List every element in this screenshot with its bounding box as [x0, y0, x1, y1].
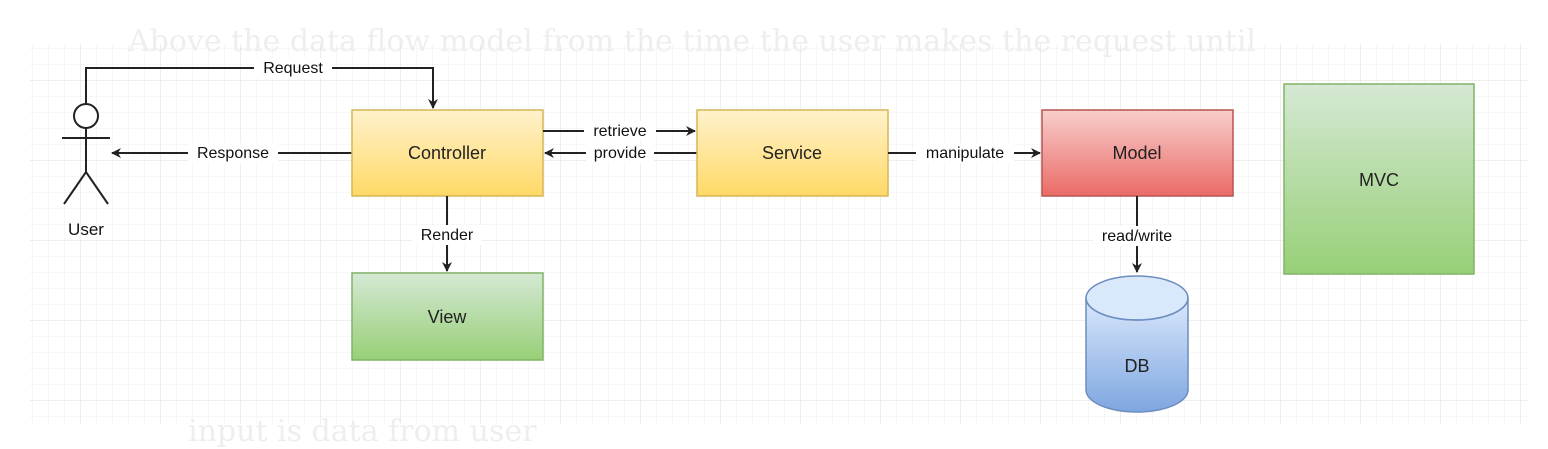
- retrieve-label: retrieve: [593, 123, 646, 140]
- service-box: [696, 109, 889, 197]
- mvc-node[interactable]: MVC: [1283, 83, 1475, 275]
- view-node[interactable]: View: [351, 272, 544, 361]
- view-box: [351, 272, 544, 361]
- controller-box: [351, 109, 544, 197]
- response-label: Response: [197, 145, 269, 162]
- read-write-label: read/write: [1102, 228, 1172, 245]
- grid-background: [30, 44, 1528, 424]
- controller-label: Controller: [408, 143, 486, 163]
- actor-head: [73, 103, 99, 129]
- model-label: Model: [1112, 143, 1161, 163]
- render-label: Render: [421, 227, 474, 244]
- view-label: View: [428, 307, 468, 327]
- db-label: DB: [1124, 356, 1149, 376]
- db-cylinder-body: [1085, 298, 1189, 413]
- request-label-bg: [254, 58, 332, 78]
- render-label-bg: [412, 225, 482, 245]
- db-node[interactable]: DB: [1085, 275, 1189, 413]
- service-node[interactable]: Service: [696, 109, 889, 197]
- actor-label: User: [68, 220, 104, 239]
- retrieve-label-bg: [584, 121, 656, 141]
- mvc-box: [1283, 83, 1475, 275]
- provide-label: provide: [594, 145, 647, 162]
- response-label-bg: [188, 143, 278, 163]
- actor-right-leg: [85, 171, 109, 205]
- provide-label-bg: [586, 143, 654, 163]
- user-actor[interactable]: User: [62, 103, 110, 239]
- request-label: Request: [263, 60, 323, 77]
- diagram-canvas: User Request Response Controller retriev…: [30, 44, 1528, 424]
- controller-node[interactable]: Controller: [351, 109, 544, 197]
- model-box: [1041, 109, 1234, 197]
- mvc-label: MVC: [1359, 170, 1399, 190]
- manipulate-label-bg: [916, 143, 1014, 163]
- actor-left-leg: [63, 171, 87, 205]
- service-label: Service: [762, 143, 822, 163]
- db-cylinder-rim: [1085, 297, 1189, 321]
- model-node[interactable]: Model: [1041, 109, 1234, 197]
- manipulate-label: manipulate: [926, 145, 1004, 162]
- read-write-label-bg: [1093, 226, 1181, 246]
